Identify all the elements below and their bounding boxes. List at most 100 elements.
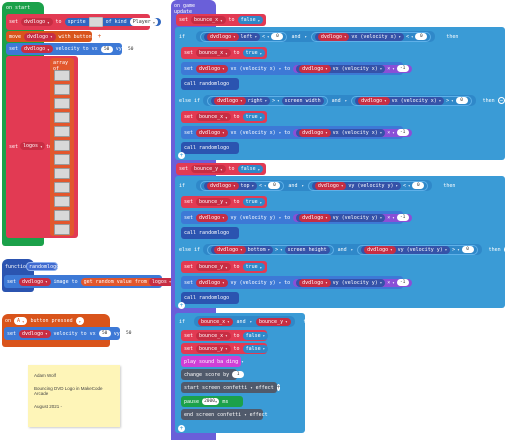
kind-dropdown[interactable]: Player▾ — [129, 18, 159, 26]
number-input[interactable]: 0 — [461, 246, 474, 253]
call-randomlogo-3[interactable]: call randomlogo — [181, 227, 239, 239]
var-dvdlogo-dropdown[interactable]: dvdlogo▾ — [364, 245, 396, 254]
array-image-item[interactable] — [54, 210, 70, 221]
sprite-prop-reporter[interactable]: dvdlogo▾ vx (velocity x)▾ — [355, 96, 445, 105]
var-bounce-y-dropdown[interactable]: bounce_y▾ — [196, 263, 231, 271]
array-image-item[interactable] — [54, 182, 70, 193]
boolean-dropdown[interactable]: true▾ — [242, 49, 266, 57]
set-bounce-y-true-1[interactable]: set bounce_y▾ to true▾ — [181, 196, 267, 208]
set-vx-negate-2[interactable]: set dvdlogo▾ vx (velocity x)▾ to dvdlogo… — [181, 126, 412, 139]
add-else-plus-icon[interactable]: + — [178, 425, 185, 432]
number-input[interactable]: 0 — [412, 182, 425, 189]
var-dvdlogo-dropdown[interactable]: dvdlogo▾ — [214, 245, 246, 254]
var-bounce-y-dropdown[interactable]: bounce_y▾ — [256, 317, 291, 326]
compare-left[interactable]: dvdlogo▾ right▾ >▾ screen width — [207, 95, 328, 106]
var-bounce-x-dropdown[interactable]: bounce_x▾ — [196, 331, 231, 340]
compare-right[interactable]: dvdlogo▾ vx (velocity x)▾ >▾ 0 — [351, 95, 472, 106]
sprite-prop-reporter[interactable]: dvdlogo▾ vx (velocity x)▾ — [314, 32, 404, 41]
array-image-item[interactable] — [54, 154, 70, 165]
array-image-item[interactable] — [54, 98, 70, 109]
move-with-buttons-block[interactable]: move dvdlogo▾ with buttons + — [6, 31, 102, 42]
end-effect-block[interactable]: end screen confetti▾ effect — [181, 409, 268, 420]
multiply-reporter[interactable]: dvdlogo▾ vy (velocity y)▾ ×▾ -1 — [293, 278, 412, 287]
boolean-dropdown[interactable]: true▾ — [242, 113, 266, 121]
vy-input[interactable]: 50 — [124, 45, 137, 53]
screen-width-reporter[interactable]: screen width — [281, 96, 324, 105]
var-dvdlogo-dropdown[interactable]: dvdlogo▾ — [196, 278, 228, 287]
add-else-plus-icon[interactable]: + — [178, 302, 185, 309]
sprite-prop-reporter[interactable]: dvdlogo▾ vy (velocity y)▾ — [361, 245, 451, 254]
set-bounce-y-false[interactable]: set bounce_y▾ to false▾ — [176, 163, 266, 175]
play-sound-block[interactable]: play sound ba ding▾ — [181, 356, 244, 367]
number-input[interactable]: 0 — [268, 182, 281, 189]
get-random-reporter[interactable]: get random value from logos▾ — [80, 277, 178, 286]
number-input[interactable]: -1 — [396, 129, 409, 136]
var-dvdlogo-dropdown[interactable]: dvdlogo▾ — [196, 213, 228, 222]
array-image-item[interactable] — [54, 168, 70, 179]
expand-plus-icon[interactable]: + — [276, 384, 281, 391]
var-dvdlogo-dropdown[interactable]: dvdlogo▾ — [207, 181, 239, 190]
set-bounce-x-false-2[interactable]: set bounce_x▾ to false▾ — [181, 330, 269, 341]
set-bounce-x-false[interactable]: set bounce_x▾ to false▾ — [176, 14, 266, 26]
call-randomlogo-4[interactable]: call randomlogo — [181, 292, 239, 304]
pause-input[interactable]: 2000▾ — [202, 398, 220, 405]
and-condition[interactable]: dvdlogo▾ right▾ >▾ screen width and▾ dvd… — [203, 95, 476, 106]
boolean-dropdown[interactable]: false▾ — [242, 344, 269, 353]
var-dvdlogo-dropdown[interactable]: dvdlogo▾ — [299, 64, 331, 73]
var-dvdlogo-dropdown[interactable]: dvdlogo▾ — [24, 32, 56, 41]
boolean-dropdown[interactable]: false▾ — [242, 331, 269, 340]
set-dvdlogo-sprite-block[interactable]: set dvdlogo▾ to sprite of kind Player▾ — [6, 14, 162, 30]
array-image-item[interactable] — [54, 140, 70, 151]
function-name-field[interactable]: randomlogo — [26, 262, 59, 271]
sprite-image-thumbnail[interactable] — [88, 17, 103, 27]
remove-minus-icon[interactable]: − — [503, 246, 511, 253]
set-bounce-x-true-2[interactable]: set bounce_x▾ to true▾ — [181, 111, 267, 123]
change-score-block[interactable]: change score by 1 — [181, 369, 245, 380]
var-bounce-y-dropdown[interactable]: bounce_y▾ — [196, 198, 231, 206]
var-bounce-y-dropdown[interactable]: bounce_y▾ — [191, 165, 226, 173]
var-bounce-x-dropdown[interactable]: bounce_x▾ — [198, 317, 233, 326]
var-dvdlogo-dropdown[interactable]: dvdlogo▾ — [207, 32, 239, 41]
multiply-reporter[interactable]: dvdlogo▾ vx (velocity x)▾ ×▾ -1 — [293, 128, 412, 137]
boolean-dropdown[interactable]: true▾ — [242, 263, 266, 271]
compare-right[interactable]: dvdlogo▾ vy (velocity y)▾ >▾ 0 — [357, 244, 478, 255]
var-bounce-x-dropdown[interactable]: bounce_x▾ — [196, 49, 231, 57]
boolean-dropdown[interactable]: false▾ — [237, 16, 264, 24]
var-logos-dropdown[interactable]: logos▾ — [20, 142, 46, 150]
number-input[interactable]: -1 — [396, 214, 409, 221]
vx-input[interactable]: 50 — [98, 330, 111, 337]
number-input[interactable]: -1 — [396, 279, 409, 286]
var-dvdlogo-dropdown[interactable]: dvdlogo▾ — [21, 45, 53, 53]
var-dvdlogo-dropdown[interactable]: dvdlogo▾ — [299, 128, 331, 137]
and-condition[interactable]: bounce_x▾ and▾ bounce_y▾ — [194, 316, 295, 327]
comment-note[interactable]: Adam Wolf Bouncing DVD Logo in MakeCode … — [28, 365, 120, 427]
pause-block[interactable]: pause 2000▾ ms — [181, 396, 243, 407]
var-dvdlogo-dropdown[interactable]: dvdlogo▾ — [299, 278, 331, 287]
var-bounce-y-dropdown[interactable]: bounce_y▾ — [196, 344, 231, 353]
sprite-prop-reporter[interactable]: dvdlogo▾ top▾ — [204, 181, 257, 190]
set-velocity-block-button[interactable]: set dvdlogo▾ velocity to vx 50 vy 50 — [4, 327, 135, 340]
set-bounce-x-true-1[interactable]: set bounce_x▾ to true▾ — [181, 47, 267, 59]
var-dvdlogo-dropdown[interactable]: dvdlogo▾ — [19, 329, 51, 338]
set-vy-negate-2[interactable]: set dvdlogo▾ vy (velocity y)▾ to dvdlogo… — [181, 276, 412, 289]
set-image-block[interactable]: set dvdlogo▾ image to get random value f… — [4, 275, 178, 288]
var-dvdlogo-dropdown[interactable]: dvdlogo▾ — [314, 181, 347, 190]
var-dvdlogo-dropdown[interactable]: dvdlogo▾ — [358, 96, 390, 105]
compare-left[interactable]: dvdlogo▾ bottom▾ >▾ screen height — [207, 244, 334, 255]
array-image-item[interactable] — [54, 84, 70, 95]
screen-height-reporter[interactable]: screen height — [284, 245, 330, 254]
compare-right[interactable]: dvdlogo▾ vy (velocity y)▾ <▾ 0 — [307, 180, 429, 191]
var-dvdlogo-dropdown[interactable]: dvdlogo▾ — [19, 277, 51, 286]
multiply-reporter[interactable]: dvdlogo▾ vx (velocity x)▾ ×▾ -1 — [293, 64, 412, 73]
compare-left[interactable]: dvdlogo▾ top▾ <▾ 0 — [200, 180, 285, 191]
var-dvdlogo-dropdown[interactable]: dvdlogo▾ — [299, 213, 331, 222]
sprite-prop-reporter[interactable]: dvdlogo▾ right▾ — [211, 96, 271, 105]
var-dvdlogo-dropdown[interactable]: dvdlogo▾ — [317, 32, 350, 41]
multiply-reporter[interactable]: dvdlogo▾ vy (velocity y)▾ ×▾ -1 — [293, 213, 412, 222]
number-input[interactable]: 0 — [271, 33, 284, 40]
sprite-prop-reporter[interactable]: dvdlogo▾ left▾ — [204, 32, 260, 41]
vx-input[interactable]: 50 — [100, 45, 113, 53]
sprite-prop-reporter[interactable]: dvdlogo▾ vx (velocity x)▾ — [296, 64, 386, 73]
array-image-item[interactable] — [54, 196, 70, 207]
var-bounce-x-dropdown[interactable]: bounce_x▾ — [196, 113, 231, 121]
